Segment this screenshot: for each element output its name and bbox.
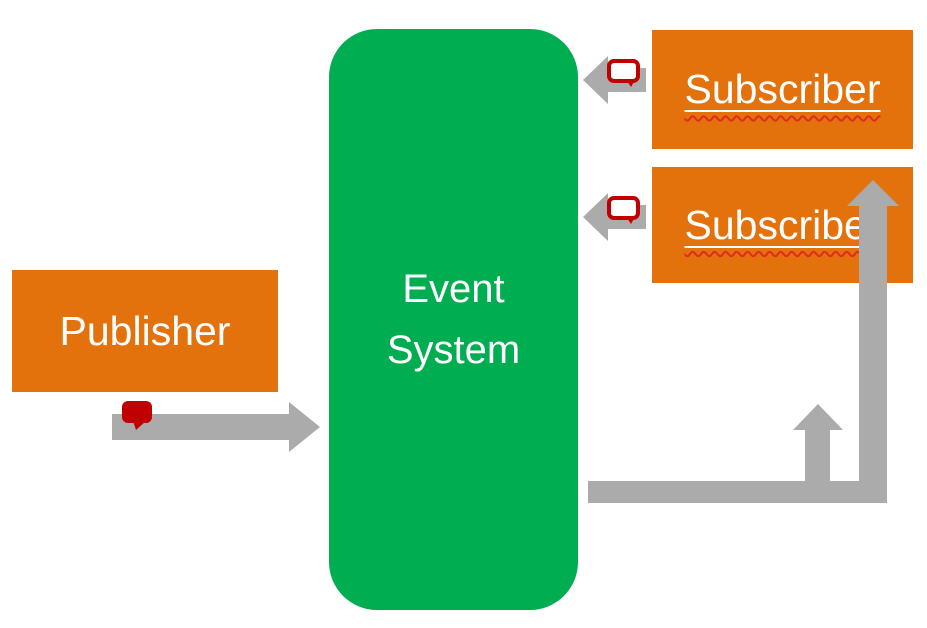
subscriber-top-label: Subscriber <box>685 66 881 113</box>
up-branch-arrowhead <box>793 404 843 430</box>
publisher-label: Publisher <box>59 307 231 354</box>
node-subscriber-top: Subscriber <box>652 30 913 149</box>
elbow-arrowhead <box>847 180 899 206</box>
node-event-system: Event System <box>329 29 578 610</box>
up-branch-arrow-shaft <box>805 429 830 482</box>
elbow-arrow-vertical-bar <box>859 204 887 503</box>
spellcheck-squiggle: Subscriber <box>684 66 881 112</box>
event-system-label-line-1: Event <box>402 266 505 311</box>
event-system-label-line-2: System <box>386 327 521 372</box>
message-bubble-filled-icon <box>122 401 152 430</box>
publisher-to-event-arrow <box>112 402 320 452</box>
message-bubble-outline-icon <box>607 59 640 87</box>
subscriber-bottom-label: Subscriber <box>685 202 881 249</box>
message-bubble-outline-icon <box>607 196 640 224</box>
elbow-arrow-horizontal-bar <box>588 481 887 503</box>
spellcheck-squiggle: Subscriber <box>684 201 881 248</box>
node-publisher: Publisher <box>12 270 278 392</box>
